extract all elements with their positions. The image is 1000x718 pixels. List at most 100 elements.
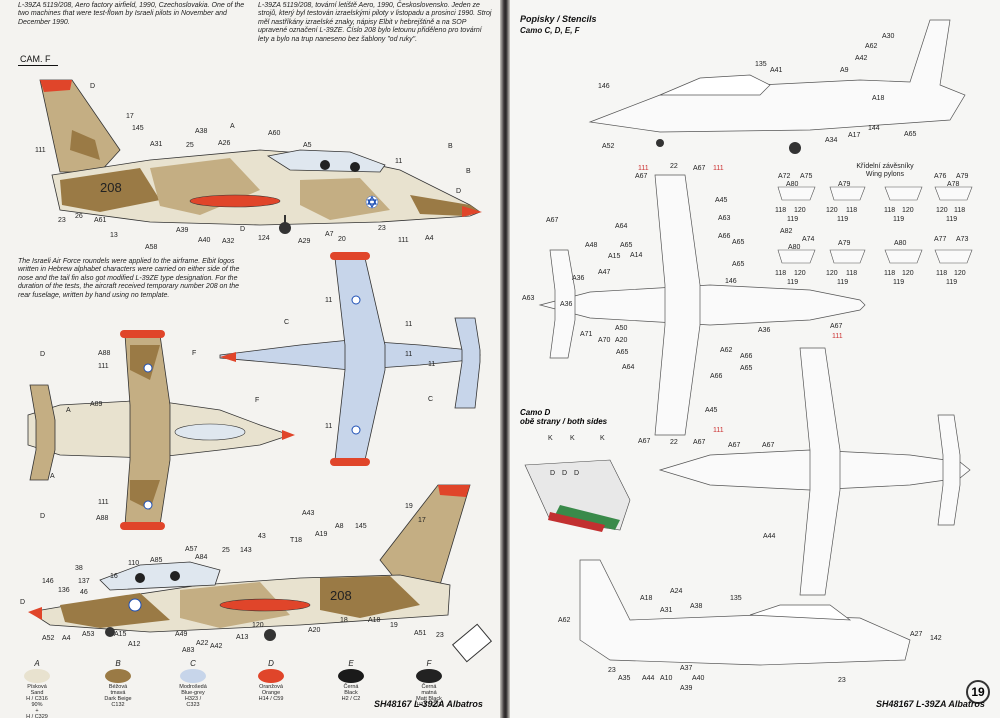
- svg-text:A65: A65: [620, 242, 633, 249]
- tip-tank-top-1: [330, 252, 370, 260]
- svg-text:A80: A80: [894, 240, 907, 247]
- svg-text:A4: A4: [62, 635, 71, 642]
- svg-text:A39: A39: [176, 227, 189, 234]
- callouts-side-2: A43 19 17 A8 145 A19 T18 A57 A84 25 143 …: [20, 503, 444, 654]
- svg-text:D: D: [574, 470, 579, 477]
- svg-text:A62: A62: [558, 617, 571, 624]
- camo-underline: [18, 65, 58, 66]
- svg-text:119: 119: [946, 216, 957, 223]
- svg-text:A60: A60: [268, 130, 281, 137]
- svg-text:A88: A88: [96, 515, 109, 522]
- canopy-bottom-hint: [174, 423, 246, 441]
- svg-text:A31: A31: [660, 607, 673, 614]
- svg-text:A18: A18: [368, 617, 381, 624]
- svg-text:111: 111: [832, 333, 843, 340]
- svg-text:A76: A76: [934, 173, 947, 180]
- svg-text:118: 118: [884, 207, 895, 214]
- svg-text:A52: A52: [42, 635, 55, 642]
- svg-text:22: 22: [670, 163, 678, 170]
- stencils-title: Popisky / Stencils: [520, 14, 597, 24]
- svg-text:120: 120: [936, 207, 948, 214]
- svg-text:11: 11: [405, 351, 412, 358]
- wing-tip-tank-2: [219, 598, 311, 612]
- svg-text:22: 22: [670, 439, 678, 446]
- svg-text:A65: A65: [732, 261, 745, 268]
- camo-d-title: Camo D obě strany / both sides: [520, 408, 608, 426]
- svg-text:A45: A45: [705, 407, 718, 414]
- svg-text:A8: A8: [335, 523, 344, 530]
- svg-text:145: 145: [355, 523, 367, 530]
- svg-text:D: D: [550, 470, 555, 477]
- svg-text:A31: A31: [150, 141, 163, 148]
- tailplane-bottom: [29, 384, 56, 481]
- svg-text:135: 135: [755, 61, 767, 68]
- svg-text:A43: A43: [302, 510, 315, 517]
- svg-text:111: 111: [398, 237, 409, 244]
- svg-text:F: F: [192, 350, 196, 357]
- svg-text:136: 136: [58, 587, 70, 594]
- svg-text:A48: A48: [585, 242, 598, 249]
- svg-text:D: D: [40, 351, 45, 358]
- callouts-top-view: 111 A67 22 A67 111 A45 A63 A64 A66 A65 A…: [522, 163, 843, 446]
- svg-text:111: 111: [638, 165, 649, 172]
- svg-text:146: 146: [42, 578, 54, 585]
- svg-text:D: D: [240, 226, 245, 233]
- left-page: L-39ZA 5119/208, Aero factory airfield, …: [0, 0, 500, 718]
- callouts-bottom-view: A67 A67 A44: [728, 442, 776, 540]
- svg-text:11: 11: [395, 158, 402, 165]
- color-swatch-c: C Modrošedá Blue-grey H323 / C323: [179, 659, 207, 708]
- svg-text:A50: A50: [615, 325, 628, 332]
- camo-label: CAM. F: [20, 54, 51, 64]
- svg-text:C: C: [428, 396, 433, 403]
- svg-text:A65: A65: [740, 365, 753, 372]
- roundel-side-2: [128, 598, 142, 612]
- svg-text:A24: A24: [670, 588, 683, 595]
- svg-text:120: 120: [826, 207, 838, 214]
- svg-text:A77: A77: [934, 236, 947, 243]
- pylon-labels: A72 A75 A80 118 120 119 A79 120 118 119 …: [775, 173, 969, 286]
- svg-text:118: 118: [884, 270, 895, 277]
- svg-text:120: 120: [794, 207, 806, 214]
- svg-text:A67: A67: [693, 165, 706, 172]
- svg-text:A63: A63: [522, 295, 535, 302]
- stencil-side-top: [588, 19, 966, 154]
- stencil-top-view: [538, 174, 866, 436]
- svg-text:A19: A19: [315, 531, 328, 538]
- svg-text:A79: A79: [838, 240, 851, 247]
- roundel-top-1: [351, 295, 361, 305]
- callouts-top-view: 11 11 C 11 11 C 11: [284, 297, 435, 430]
- svg-text:11: 11: [405, 321, 412, 328]
- svg-text:A62: A62: [720, 347, 733, 354]
- svg-text:23: 23: [436, 632, 444, 639]
- stencil-illustrations-right: A72 A75 A80 118 120 119 A79 120 118 119 …: [522, 19, 973, 692]
- svg-text:119: 119: [787, 216, 798, 223]
- svg-text:A18: A18: [872, 95, 885, 102]
- svg-text:25: 25: [222, 547, 230, 554]
- svg-text:120: 120: [794, 270, 806, 277]
- caption-markings: The Israeli Air Force roundels were appl…: [18, 258, 240, 299]
- svg-text:A73: A73: [956, 236, 969, 243]
- svg-text:A22: A22: [196, 640, 209, 647]
- page-number: 19: [966, 680, 990, 704]
- svg-text:A67: A67: [728, 442, 741, 449]
- svg-text:16: 16: [110, 573, 118, 580]
- svg-text:A70: A70: [598, 337, 611, 344]
- svg-text:A44: A44: [642, 675, 655, 682]
- svg-text:11: 11: [325, 423, 332, 430]
- svg-text:D: D: [456, 188, 461, 195]
- svg-text:124: 124: [258, 235, 270, 242]
- svg-text:A89: A89: [90, 401, 103, 408]
- svg-text:A36: A36: [758, 327, 771, 334]
- svg-text:19: 19: [405, 503, 413, 510]
- callouts-side-top: A30 A62 A9 A42 135 A41 A18 146 A52 A34 A…: [598, 33, 917, 150]
- svg-text:A45: A45: [715, 197, 728, 204]
- svg-text:118: 118: [936, 270, 947, 277]
- svg-text:A20: A20: [615, 337, 628, 344]
- svg-text:A26: A26: [218, 140, 231, 147]
- svg-text:111: 111: [713, 427, 724, 434]
- svg-text:145: 145: [132, 125, 144, 132]
- svg-text:A84: A84: [195, 554, 208, 561]
- top-view-bluegrey: [219, 252, 481, 466]
- camo-patch-nose: [300, 178, 390, 220]
- svg-text:11: 11: [325, 297, 332, 304]
